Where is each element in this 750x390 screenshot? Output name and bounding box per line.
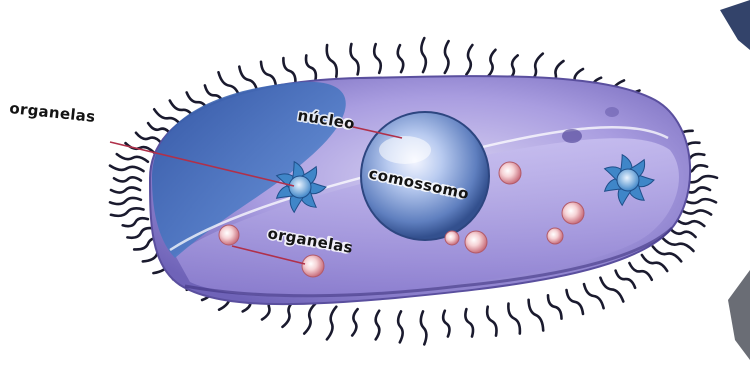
cilium	[508, 304, 520, 334]
cilium	[376, 311, 380, 340]
cilium	[584, 284, 604, 308]
dark-spot	[562, 129, 582, 143]
cilium	[548, 295, 562, 318]
cilium	[111, 188, 140, 193]
cilium	[653, 247, 681, 262]
cilium	[374, 44, 381, 73]
vesicle-icon	[219, 225, 239, 245]
star-core	[617, 169, 639, 191]
cilium	[350, 44, 358, 74]
cilium	[465, 309, 473, 336]
cilium	[466, 45, 472, 74]
cilium	[398, 45, 403, 72]
background-corner	[720, 0, 750, 360]
cilium	[529, 300, 544, 331]
cilium	[421, 38, 425, 72]
dark-spot	[605, 107, 619, 117]
cilium	[398, 311, 403, 342]
vesicle-icon	[499, 162, 521, 184]
cilium	[443, 311, 449, 337]
cilium	[304, 304, 315, 334]
star-core	[289, 176, 311, 198]
label-organelas-left: organelas	[9, 99, 97, 126]
cilium	[488, 50, 496, 77]
cilium	[629, 263, 651, 280]
cilium	[681, 210, 712, 215]
cilium	[616, 271, 636, 288]
cilium	[670, 229, 696, 238]
vesicle-icon	[445, 231, 459, 245]
cilium	[445, 41, 449, 73]
cilium	[261, 62, 276, 88]
cilium	[567, 290, 584, 314]
cilium	[487, 307, 496, 336]
cilium	[110, 166, 144, 172]
cilium	[352, 309, 357, 335]
cilium	[327, 45, 337, 77]
cilium	[642, 255, 667, 271]
vesicle-icon	[547, 228, 563, 244]
vesicle-icon	[562, 202, 584, 224]
cilium	[676, 219, 704, 226]
cilium	[117, 154, 148, 162]
cilium	[114, 177, 141, 181]
cilium	[283, 58, 295, 83]
cilium	[327, 307, 336, 340]
cilium	[662, 238, 693, 251]
cilium	[127, 228, 154, 238]
vesicle-icon	[302, 255, 324, 277]
cilium	[306, 55, 316, 79]
cilium	[123, 218, 148, 226]
cilium	[421, 311, 427, 344]
cilium	[136, 133, 162, 144]
vesicle-icon	[465, 231, 487, 253]
cilium	[600, 278, 623, 302]
cilium	[683, 199, 716, 203]
cilium	[111, 208, 144, 216]
cilium	[110, 198, 141, 204]
